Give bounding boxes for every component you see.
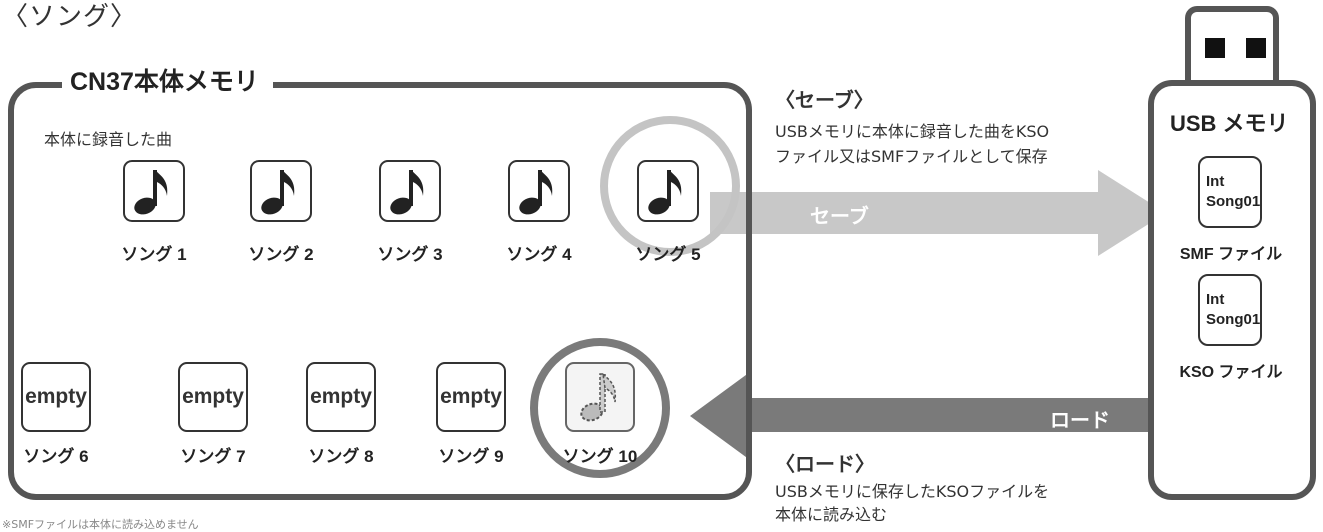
kso-file-tile[interactable]: Int Song01 bbox=[1198, 274, 1262, 346]
usb-connector-hole-left bbox=[1205, 38, 1225, 58]
song-7-empty-text: empty bbox=[182, 385, 244, 408]
smf-file-tile[interactable]: Int Song01 bbox=[1198, 156, 1262, 228]
song-4-tile[interactable] bbox=[508, 160, 570, 222]
music-note-icon bbox=[134, 170, 168, 215]
save-description-line2: ファイル又はSMFファイルとして保存 bbox=[775, 147, 1048, 166]
load-arrow-label: ロード bbox=[1050, 410, 1110, 432]
song-3-label: ソング 3 bbox=[377, 245, 443, 264]
song-9-label: ソング 9 bbox=[438, 447, 504, 466]
dotted-music-note-icon bbox=[580, 371, 617, 422]
song-8-empty-text: empty bbox=[310, 385, 372, 408]
song-2-label: ソング 2 bbox=[248, 245, 314, 264]
song-6-label: ソング 6 bbox=[23, 447, 89, 466]
song-4-label: ソング 4 bbox=[506, 245, 572, 264]
internal-memory-frame bbox=[8, 82, 752, 500]
song-8-tile[interactable]: empty bbox=[306, 362, 376, 432]
song-7-tile[interactable]: empty bbox=[178, 362, 248, 432]
load-description-line2: 本体に読み込む bbox=[775, 505, 888, 524]
smf-file-line1: Int bbox=[1206, 173, 1225, 190]
song-1-label: ソング 1 bbox=[121, 245, 187, 264]
internal-memory-title: CN37本体メモリ bbox=[62, 62, 273, 98]
internal-memory-subtitle: 本体に録音した曲 bbox=[44, 130, 173, 149]
load-arrow bbox=[690, 358, 1248, 460]
save-arrow bbox=[710, 170, 1166, 256]
load-description-line1: USBメモリに保存したKSOファイルを bbox=[775, 482, 1050, 501]
kso-file-line1: Int bbox=[1206, 291, 1225, 308]
song-5-label: ソング 5 bbox=[635, 245, 701, 264]
song-8-label: ソング 8 bbox=[308, 447, 374, 466]
page-heading: 〈ソング〉 bbox=[2, 2, 138, 32]
song-7-label: ソング 7 bbox=[180, 447, 246, 466]
music-note-icon bbox=[519, 170, 553, 215]
song-9-empty-text: empty bbox=[440, 385, 502, 408]
footnote: ※SMFファイルは本体に読み込めません bbox=[2, 518, 199, 531]
song-9-tile[interactable]: empty bbox=[436, 362, 506, 432]
usb-memory-title: USB メモリ bbox=[1170, 111, 1289, 136]
music-note-icon bbox=[648, 170, 682, 215]
song-5-tile[interactable] bbox=[637, 160, 699, 222]
kso-file-label: KSO ファイル bbox=[1179, 364, 1283, 381]
kso-file-line2: Song01 bbox=[1206, 311, 1261, 328]
save-description-line1: USBメモリに本体に録音した曲をKSO bbox=[775, 122, 1050, 141]
music-note-icon bbox=[261, 170, 295, 215]
song-6-tile[interactable]: empty bbox=[21, 362, 91, 432]
song-3-tile[interactable] bbox=[379, 160, 441, 222]
song-1-tile[interactable] bbox=[123, 160, 185, 222]
song-2-tile[interactable] bbox=[250, 160, 312, 222]
usb-connector-hole-right bbox=[1246, 38, 1266, 58]
song-5-highlight-ring bbox=[600, 116, 740, 256]
music-note-icon bbox=[390, 170, 424, 215]
save-arrow-label: セーブ bbox=[810, 206, 869, 228]
load-title: 〈ロード〉 bbox=[775, 454, 875, 476]
smf-file-label: SMF ファイル bbox=[1179, 246, 1283, 263]
song-10-highlight-ring bbox=[530, 338, 670, 478]
song-10-label: ソング 10 bbox=[562, 447, 638, 466]
save-title: 〈セーブ〉 bbox=[775, 90, 874, 112]
song-6-empty-text: empty bbox=[25, 385, 87, 408]
smf-file-line2: Song01 bbox=[1206, 193, 1261, 210]
song-10-tile[interactable] bbox=[565, 362, 635, 432]
